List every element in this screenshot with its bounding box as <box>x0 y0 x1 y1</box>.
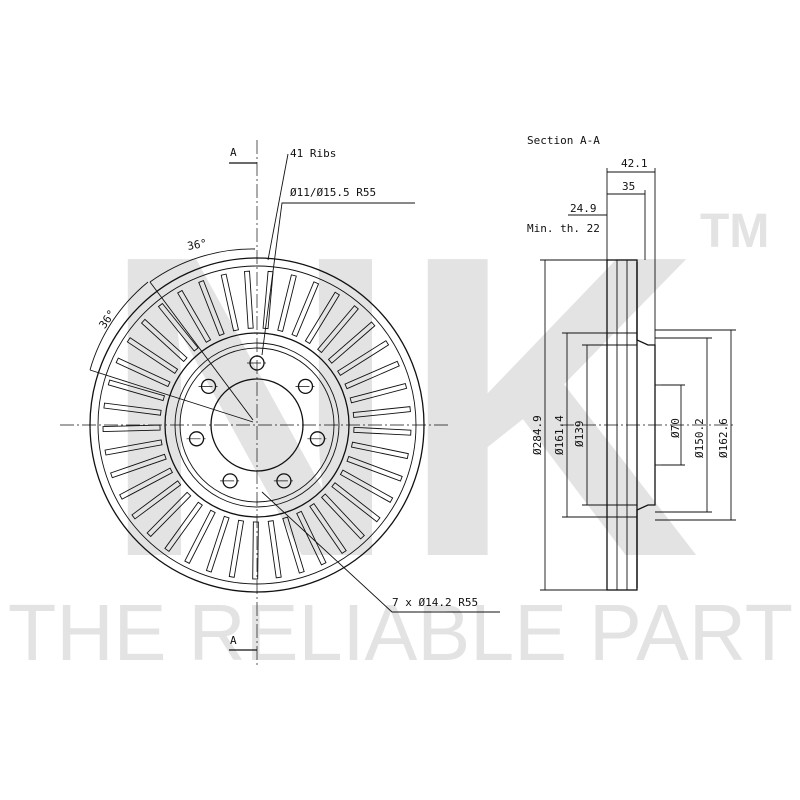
rib <box>352 406 411 418</box>
rib <box>126 337 179 375</box>
rib <box>119 467 174 500</box>
hat-inner-edge <box>179 347 335 503</box>
min-thickness: Min. th. 22 <box>527 222 600 235</box>
angle-radial-line-1 <box>149 281 254 421</box>
angle-radial-line-2 <box>89 369 254 423</box>
rib <box>317 305 359 354</box>
rib <box>110 453 167 479</box>
dim-total-width: 42.1 <box>621 157 648 170</box>
angle-arc-2 <box>89 281 149 371</box>
dim-outer-diameter: Ø284.9 <box>531 415 544 455</box>
friction-ring-inner-edge <box>164 332 350 518</box>
section-title: Section A-A <box>527 134 600 147</box>
rib <box>331 482 381 523</box>
rib <box>350 441 409 460</box>
rib <box>102 424 161 433</box>
rib <box>353 426 412 436</box>
rib <box>177 289 212 343</box>
rib <box>228 519 245 578</box>
rib <box>309 502 347 555</box>
watermark-slogan: THE RELIABLE PART <box>8 588 793 677</box>
dim-hat-inner: Ø139 <box>573 421 586 448</box>
dim-hat-outer: Ø161.4 <box>553 415 566 455</box>
rib <box>337 340 390 376</box>
angle-arc-1 <box>149 248 256 283</box>
rib <box>262 270 274 330</box>
watermark-brand: NK <box>100 167 700 647</box>
bolt-hole-label: 7 x Ø14.2 R55 <box>392 596 478 609</box>
rib <box>346 455 403 482</box>
rib <box>277 274 297 332</box>
rib <box>103 402 162 416</box>
bolt-holes <box>186 355 328 489</box>
rib <box>157 302 199 352</box>
front-view: A A 41 Ribs Ø11/Ø15.5 R55 36° 36° 7 x Ø1… <box>60 140 500 665</box>
rib <box>184 509 216 564</box>
dim-thickness: 24.9 <box>570 202 597 215</box>
rib <box>344 360 400 390</box>
dim-pcd: Ø150.2 <box>693 418 706 458</box>
rib <box>104 439 163 456</box>
rib <box>164 501 203 553</box>
dim-bore: Ø70 <box>669 418 682 438</box>
bolt-hole-leader <box>261 491 500 613</box>
friction-ring-profile <box>606 259 638 591</box>
width-dimensions: 42.1 35 24.9 Min. th. 22 <box>527 157 656 345</box>
rib <box>131 480 182 520</box>
rib <box>146 491 192 538</box>
rib <box>291 281 320 338</box>
rib <box>282 516 305 574</box>
rib <box>198 280 225 337</box>
rib <box>304 291 340 345</box>
center-hole-leader <box>261 202 415 356</box>
rib <box>267 520 282 579</box>
rib <box>205 515 230 573</box>
ribs-label: 41 Ribs <box>290 147 336 160</box>
section-view: Section A-A 42.1 35 24.9 Min. th. 22 <box>527 134 736 591</box>
rib <box>339 469 394 503</box>
ventilation-ribs <box>102 270 412 580</box>
rib <box>327 321 376 364</box>
rib <box>244 270 254 329</box>
disc-outer-inner-edge <box>97 265 417 585</box>
hat-outer-edge <box>174 342 340 508</box>
angle-label-1: 36° <box>186 237 208 253</box>
center-bore <box>210 378 304 472</box>
diameter-dimensions: Ø284.9 Ø161.4 Ø139 Ø70 Ø150.2 Ø162.6 <box>531 259 736 591</box>
rib <box>140 318 188 363</box>
disc-outer-edge <box>89 257 425 593</box>
rib <box>252 521 259 580</box>
dim-hat-depth: 35 <box>622 180 635 193</box>
hat-profile <box>636 262 656 588</box>
dim-hub-outer: Ø162.6 <box>717 418 730 458</box>
ribs-leader <box>267 153 289 261</box>
section-marker-top: A <box>230 146 237 159</box>
center-hole-label: Ø11/Ø15.5 R55 <box>290 186 376 199</box>
disc-profile <box>606 259 661 591</box>
watermark: NK TM THE RELIABLE PART <box>8 167 793 677</box>
rib <box>220 273 239 332</box>
rib <box>296 510 327 566</box>
rib <box>320 493 365 540</box>
watermark-trademark: TM <box>700 205 769 258</box>
rib <box>115 357 171 388</box>
section-marker-bottom: A <box>230 634 237 647</box>
rib <box>107 379 166 402</box>
rib <box>349 382 408 404</box>
